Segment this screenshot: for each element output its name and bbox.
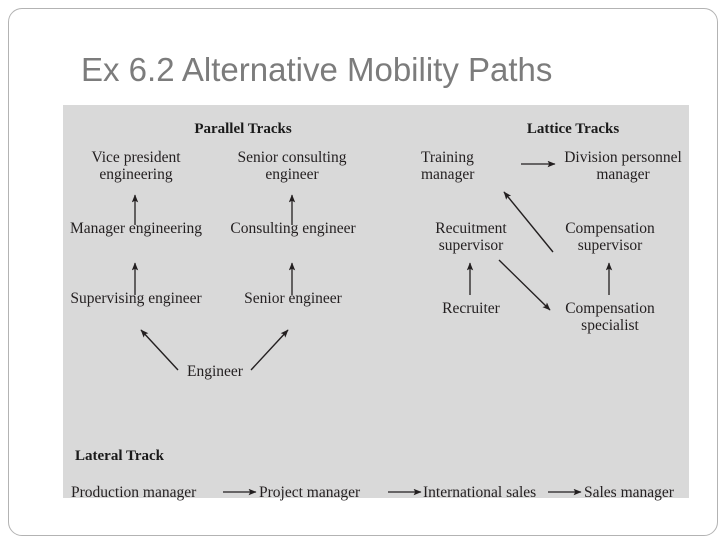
node-engineer: Engineer	[187, 363, 243, 380]
slide-card: Ex 6.2 Alternative Mobility Paths	[8, 8, 718, 536]
node-recruiter: Recruiter	[442, 300, 500, 317]
node-supervising-engineer: Supervising engineer	[70, 290, 202, 307]
heading-parallel-tracks: Parallel Tracks	[194, 121, 292, 137]
node-production-manager: Production manager	[71, 484, 197, 501]
node-vice-president-engineering: Vice president engineering	[91, 149, 181, 183]
node-consulting-engineer: Consulting engineer	[230, 220, 356, 237]
heading-lateral-track: Lateral Track	[75, 448, 165, 464]
node-senior-consulting-engineer: Senior consulting engineer	[237, 149, 347, 183]
page-title: Ex 6.2 Alternative Mobility Paths	[81, 51, 553, 88]
figure-panel: Parallel Tracks Lattice Tracks Vice pres…	[63, 105, 689, 501]
node-training-manager: Training manager	[421, 149, 475, 183]
node-senior-engineer: Senior engineer	[244, 290, 342, 307]
node-compensation-supervisor: Compensation supervisor	[565, 220, 655, 254]
node-division-personnel-manager: Division personnel manager	[564, 149, 682, 183]
node-manager-engineering: Manager engineering	[69, 220, 203, 237]
node-international-sales: International sales	[423, 484, 537, 501]
node-compensation-specialist: Compensation specialist	[565, 300, 655, 334]
node-recuitment-supervisor: Recuitment supervisor	[435, 220, 507, 254]
node-sales-manager: Sales manager	[584, 484, 674, 501]
heading-lattice-tracks: Lattice Tracks	[526, 121, 620, 137]
node-project-manager: Project manager	[259, 484, 361, 501]
